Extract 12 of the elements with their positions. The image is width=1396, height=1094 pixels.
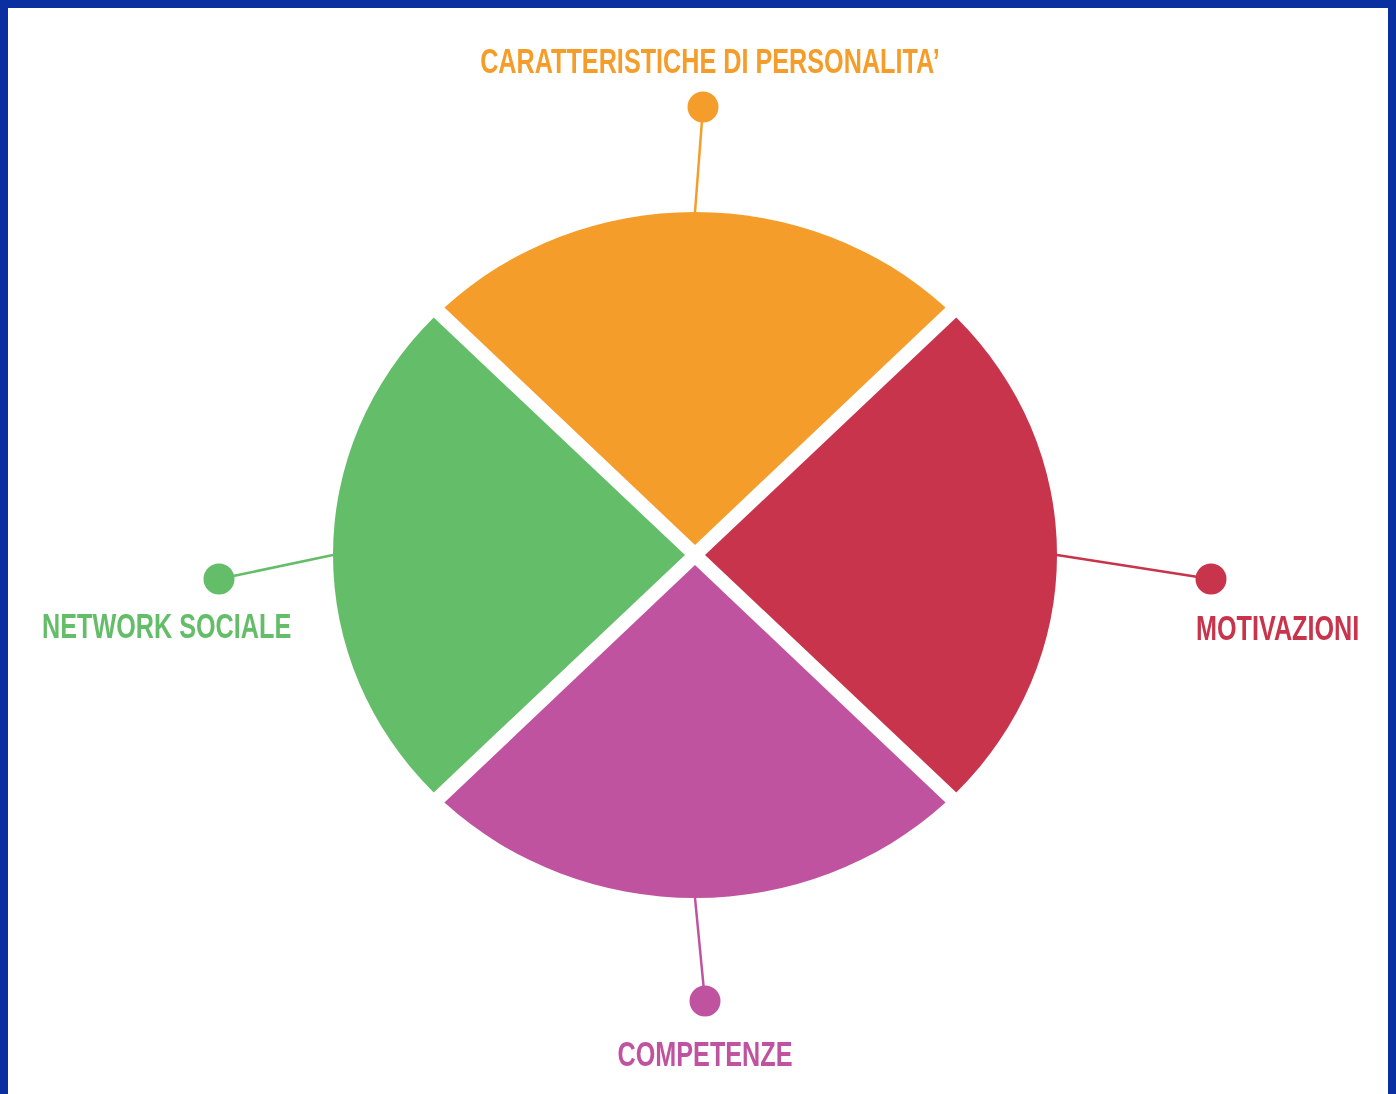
leader-line xyxy=(689,897,721,1017)
category-label: COMPETENZE xyxy=(617,1035,793,1073)
quadrant-sector xyxy=(444,565,946,898)
category-label: NETWORK SOCIALE xyxy=(42,607,292,645)
quadrant-sector xyxy=(705,317,1057,793)
category-label: CARATTERISTICHE DI PERSONALITA’ xyxy=(480,42,940,80)
leader-line xyxy=(203,553,334,595)
leader-line xyxy=(1056,553,1227,595)
quadrant-sector xyxy=(333,317,685,793)
leader-line xyxy=(687,91,719,213)
quadrant-sector xyxy=(444,212,946,545)
category-label: MOTIVAZIONI xyxy=(1196,609,1360,647)
